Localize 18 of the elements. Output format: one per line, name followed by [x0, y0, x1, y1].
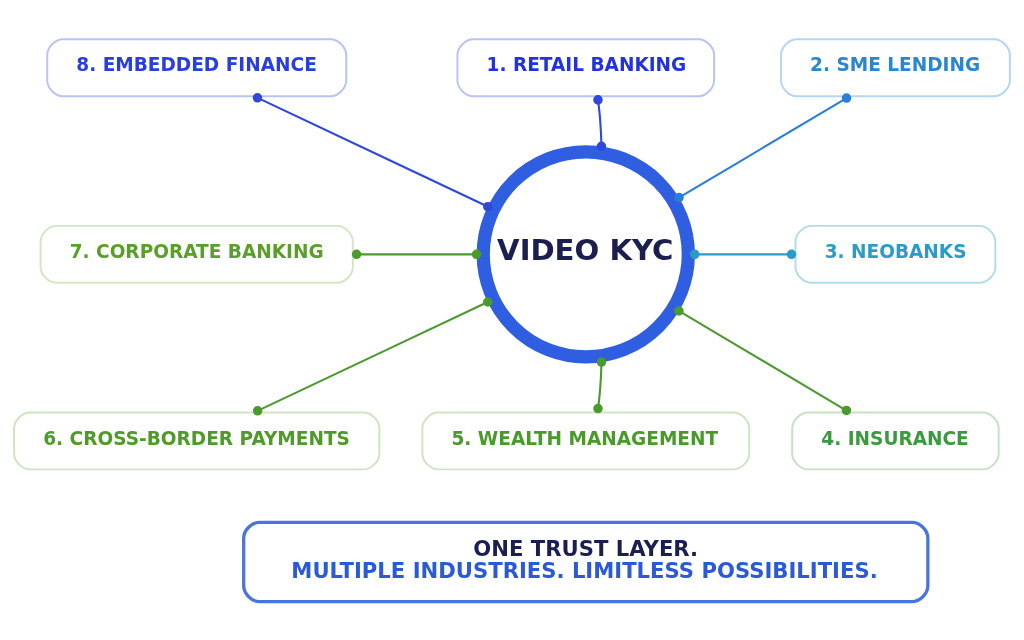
node-box: 4. INSURANCE [791, 411, 1000, 470]
node-box: ONE TRUST LAYER. MULTIPLE INDUSTRIES. LIMITLESS POSSIBILITIES. [242, 520, 930, 603]
node-box: 5. WEALTH MANAGEMENT [421, 411, 751, 470]
node-box: 2. SME LENDING [780, 37, 1011, 97]
node-circle: VIDEO KYC [476, 144, 695, 363]
connector [689, 249, 797, 259]
connector [674, 92, 852, 202]
node-box: 1. RETAIL BANKING [456, 37, 716, 97]
node-box: 6. CROSS-BORDER PAYMENTS [13, 411, 381, 470]
connector [593, 94, 607, 151]
node-box: 3. NEOBANKS [794, 224, 997, 284]
connector [351, 249, 482, 259]
connector [252, 296, 493, 416]
connector [593, 356, 607, 413]
node-box: 8. EMBEDDED FINANCE [46, 37, 348, 97]
connector [252, 92, 493, 211]
connector [674, 305, 852, 415]
node-box: 7. CORPORATE BANKING [39, 224, 354, 284]
